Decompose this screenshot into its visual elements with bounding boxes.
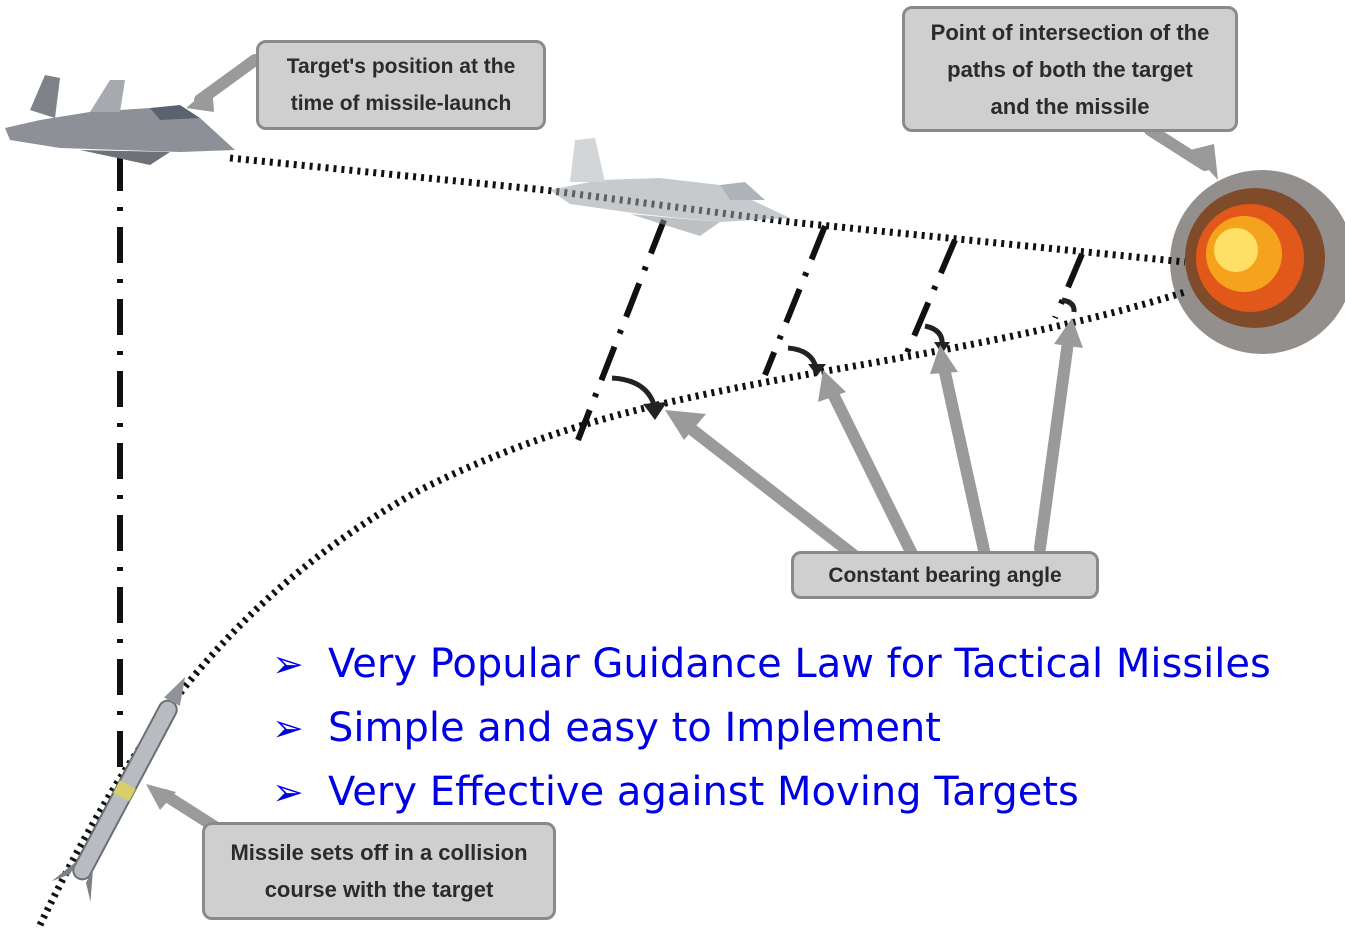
launch-callout-line-1: Target's position at the [286, 55, 516, 78]
bullet-text: Very Effective against Moving Targets [328, 769, 1079, 815]
bullet-text: Simple and easy to Implement [328, 705, 941, 751]
bullet-arrow-icon: ➢ [272, 706, 304, 750]
line-of-sight-lines [575, 218, 1085, 442]
bullet-text: Very Popular Guidance Law for Tactical M… [328, 641, 1271, 687]
fighter-jet-mid-icon [550, 138, 790, 236]
missile-callout-line-2: course with the target [264, 877, 494, 902]
missile-callout-line-1: Missile sets off in a collision [230, 840, 528, 865]
intersection-callout-line-2: paths of both the target [947, 56, 1193, 82]
bearing-callout-text: Constant bearing angle [828, 563, 1062, 587]
bullet-item: ➢ Very Effective against Moving Targets [272, 760, 1271, 824]
bullet-item: ➢ Very Popular Guidance Law for Tactical… [272, 632, 1271, 696]
bullet-item: ➢ Simple and easy to Implement [272, 696, 1271, 760]
bearing-angle-callout: Constant bearing angle [791, 551, 1099, 599]
explosion-icon [1170, 170, 1345, 354]
fighter-jet-launch-icon [5, 75, 235, 165]
launch-callout-line-2: time of missile-launch [290, 92, 512, 115]
missile-icon [51, 676, 186, 902]
bullet-arrow-icon: ➢ [272, 642, 304, 686]
missile-path [36, 288, 1187, 927]
intersection-callout-line-1: Point of intersection of the [930, 19, 1210, 45]
launch-position-callout: Target's position at the time of missile… [256, 40, 546, 130]
intersection-callout: Point of intersection of the paths of bo… [902, 6, 1238, 132]
intersection-callout-line-3: and the missile [990, 93, 1150, 119]
missile-callout: Missile sets off in a collision course w… [202, 822, 556, 920]
feature-bullet-list: ➢ Very Popular Guidance Law for Tactical… [272, 632, 1271, 824]
bullet-arrow-icon: ➢ [272, 770, 304, 814]
